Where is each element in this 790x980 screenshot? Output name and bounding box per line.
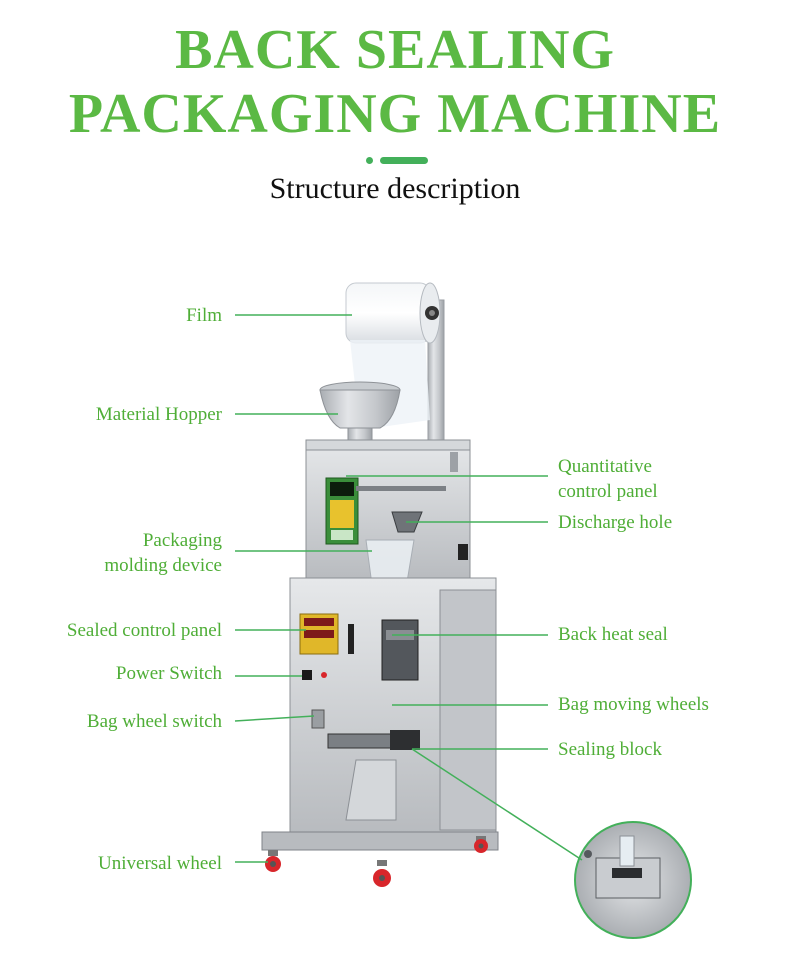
wheel-left-front	[265, 850, 281, 872]
title-line-2: PACKAGING MACHINE	[68, 83, 722, 145]
sealing-block-inset	[574, 821, 692, 939]
label-bag-moving-wheels: Bag moving wheels	[558, 694, 709, 715]
film-roll	[345, 282, 441, 344]
label-packaging-molding-device: Packaging molding device	[20, 529, 222, 578]
leader-inset	[411, 748, 583, 861]
label-power-switch: Power Switch	[115, 663, 222, 684]
label-film: Film	[186, 305, 222, 326]
wheel-right-back	[474, 836, 488, 853]
label-universal-wheel: Universal wheel	[98, 853, 222, 874]
material-hopper-shape	[319, 381, 401, 443]
label-discharge-hole: Discharge hole	[558, 512, 673, 533]
label-sealed-control-panel: Sealed control panel	[66, 620, 222, 641]
wheel-center-front	[373, 860, 391, 887]
label-back-heat-seal: Back heat seal	[558, 624, 668, 645]
label-quantitative-control-panel: Quantitative control panel	[558, 455, 658, 504]
leader-lines	[234, 314, 583, 863]
label-sealing-block: Sealing block	[558, 739, 662, 760]
decor-bar	[380, 157, 428, 164]
label-packaging-line1: Packaging	[142, 530, 222, 551]
title-line-1: BACK SEALING	[175, 19, 615, 81]
decor-dot	[366, 157, 373, 164]
label-quantitative-line1: Quantitative	[558, 456, 652, 477]
label-quantitative-line2: control panel	[558, 480, 658, 502]
subtitle: Structure description	[269, 172, 521, 205]
label-bag-wheel-switch: Bag wheel switch	[86, 711, 222, 732]
base-frame	[261, 831, 499, 887]
label-packaging-line2: molding device	[104, 554, 222, 576]
label-material-hopper: Material Hopper	[95, 404, 222, 425]
leader-bag-wheel-switch	[234, 715, 315, 722]
